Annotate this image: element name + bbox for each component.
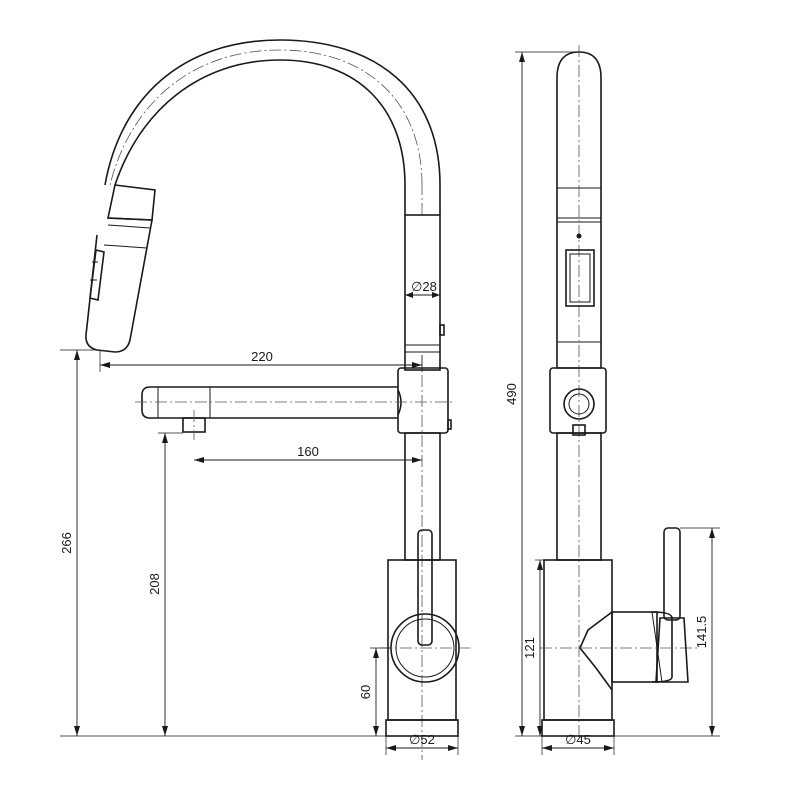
- dim-label-lever-height: 60: [358, 685, 373, 699]
- dim-label-arm-height: 208: [147, 573, 162, 595]
- swivel-collar: [397, 367, 452, 434]
- dimension-base-diameter-side: ∅45: [541, 732, 615, 755]
- dim-label-handle-height: 141.5: [694, 616, 709, 649]
- dim-label-arm-reach: 160: [297, 444, 319, 459]
- horizontal-arm: [135, 386, 455, 440]
- side-handle: [655, 527, 689, 683]
- dimension-handle-height: 141.5: [614, 527, 720, 737]
- dimension-arm-height: 208: [147, 433, 168, 736]
- dimension-total-height: 490: [504, 51, 579, 737]
- dimension-base-diameter-front: ∅52: [385, 732, 459, 755]
- base-plate: [385, 719, 459, 737]
- dim-label-body-height: 121: [522, 637, 537, 659]
- pull-out-spray-head: [85, 184, 156, 353]
- upper-body-tube: [404, 214, 445, 371]
- dim-label-base-diameter-side: ∅45: [565, 732, 591, 747]
- front-view: [85, 39, 470, 760]
- dimension-body-diameter: ∅28: [405, 279, 440, 298]
- dimension-lever-height: 60: [358, 647, 391, 736]
- side-view: [540, 45, 700, 740]
- lower-body-tube: [404, 355, 441, 760]
- side-swivel-collar: [549, 367, 607, 436]
- dim-label-spout-height: 266: [59, 532, 74, 554]
- gooseneck-spout: [104, 39, 441, 215]
- dimension-spout-height: 266: [59, 350, 80, 736]
- dim-label-base-diameter-front: ∅52: [409, 732, 435, 747]
- dimension-body-height: 121: [522, 559, 544, 736]
- dim-label-spout-reach: 220: [251, 349, 273, 364]
- side-spout-tube: [556, 45, 602, 740]
- side-body: [540, 559, 700, 721]
- dimension-spout-reach: 220: [99, 349, 423, 372]
- side-spray-button: [565, 233, 595, 307]
- dimension-arm-reach: 160: [194, 444, 422, 463]
- dim-label-total-height: 490: [504, 383, 519, 405]
- dim-label-body-diameter: ∅28: [411, 279, 437, 294]
